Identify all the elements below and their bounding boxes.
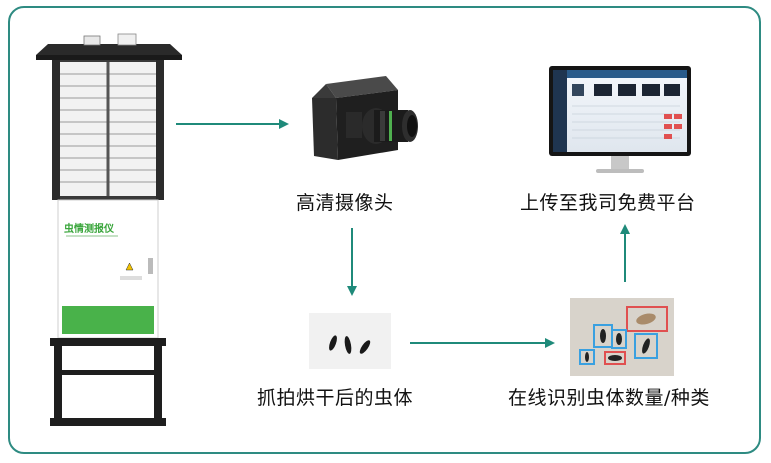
platform-monitor-image xyxy=(549,66,691,173)
hd-camera-image xyxy=(312,76,418,160)
insect-monitor-device xyxy=(36,33,182,426)
device-name-label: 虫情测报仪 xyxy=(64,224,114,235)
captured-insects-photo xyxy=(309,313,391,369)
identification-photo xyxy=(570,298,674,376)
step-capture-label: 抓拍烘干后的虫体 xyxy=(257,387,414,409)
step-camera-label: 高清摄像头 xyxy=(296,192,394,214)
step-upload-label: 上传至我司免费平台 xyxy=(520,192,696,214)
step-identify-label: 在线识别虫体数量/种类 xyxy=(508,387,710,409)
outer-frame xyxy=(8,6,761,454)
